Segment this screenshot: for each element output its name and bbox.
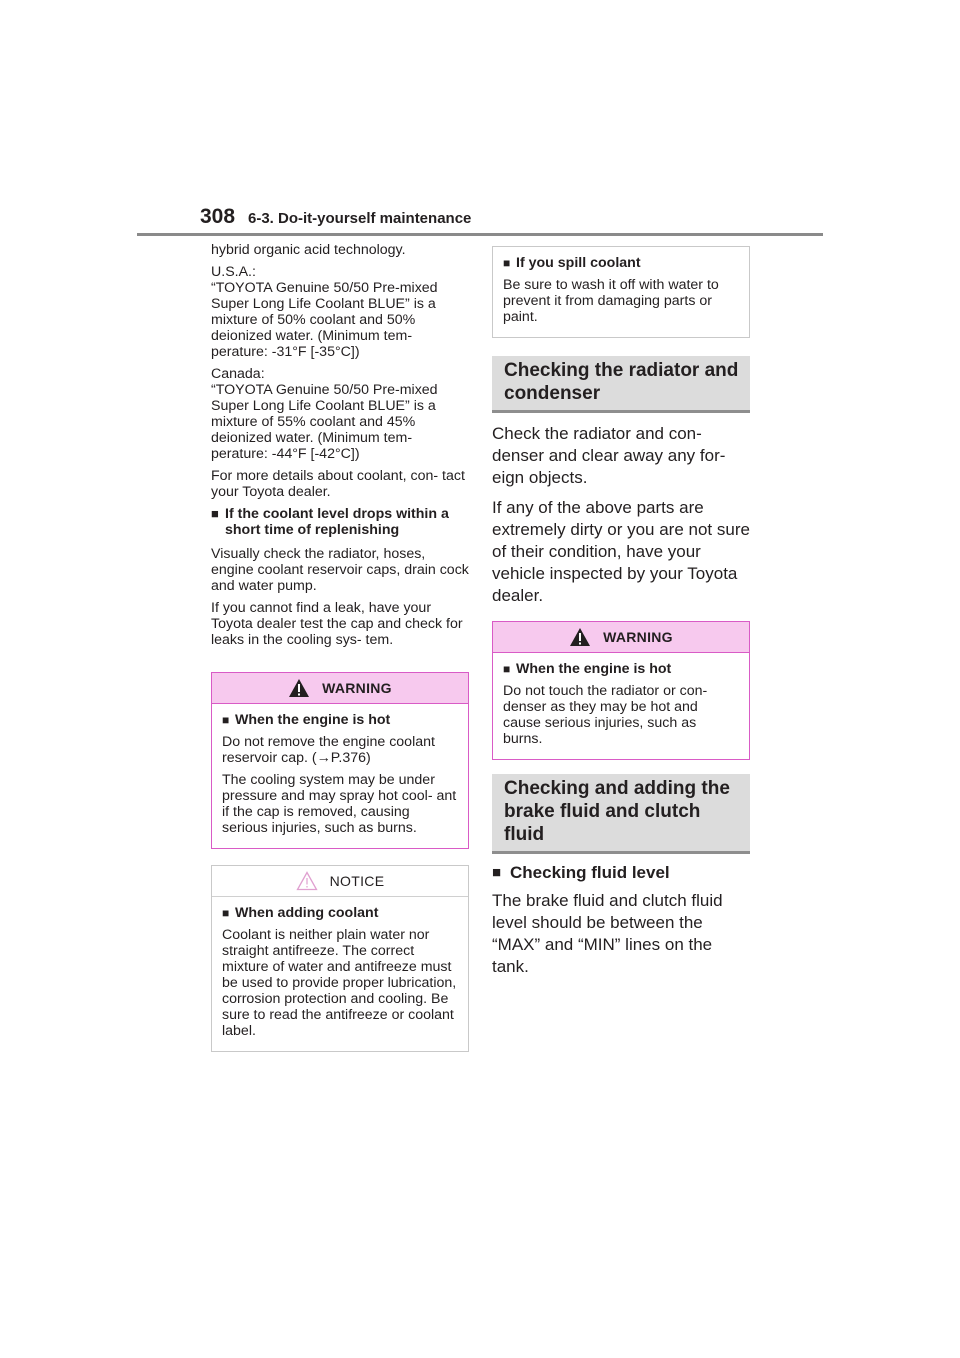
warning-title: WARNING: [603, 629, 673, 645]
heading-text: When the engine is hot: [516, 661, 672, 677]
radiator-paragraph: If any of the above parts are extremely …: [492, 498, 750, 605]
fluid-level-paragraph: The brake fluid and clutch fluid level s…: [492, 891, 723, 976]
brake-section-heading: Checking and adding the brake fluid and …: [492, 774, 750, 854]
bullet-square-icon: ■: [492, 864, 502, 881]
warning-title: WARNING: [322, 680, 392, 696]
usa-text: “TOYOTA Genuine 50/50 Pre-mixed Super Lo…: [211, 280, 438, 360]
paragraph: hybrid organic acid technology.: [211, 242, 406, 258]
heading-text: When the engine is hot: [235, 712, 391, 728]
left-column: hybrid organic acid technology. U.S.A.: …: [211, 242, 469, 1052]
warning-heading: ■ When the engine is hot: [222, 712, 458, 728]
warning-box: WARNING ■ When the engine is hot Do not …: [492, 621, 750, 760]
notice-paragraph: Coolant is neither plain water nor strai…: [222, 927, 457, 1039]
heading-text: When adding coolant: [235, 905, 379, 921]
notice-box: NOTICE ■ When adding coolant Coolant is …: [211, 865, 469, 1052]
coolant-drop-paragraph: If you cannot find a leak, have your Toy…: [211, 600, 463, 648]
spill-paragraph: Be sure to wash it off with water to pre…: [503, 277, 719, 325]
warning-paragraph: Do not touch the radiator or con- denser…: [503, 683, 708, 747]
page-header: 308 6-3. Do-it-yourself maintenance: [200, 203, 820, 235]
warning-triangle-icon: [570, 628, 591, 646]
warning-header: WARNING: [212, 673, 468, 704]
canada-text: “TOYOTA Genuine 50/50 Pre-mixed Super Lo…: [211, 382, 438, 462]
caution-triangle-icon: [296, 871, 318, 891]
spill-heading: ■ If you spill coolant: [503, 255, 739, 271]
header-divider: [137, 233, 823, 236]
heading-text: If the coolant level drops within a shor…: [225, 506, 449, 538]
right-column: ■ If you spill coolant Be sure to wash i…: [492, 246, 750, 986]
coolant-drop-heading: ■ If the coolant level drops within a sh…: [211, 506, 469, 538]
warning-paragraph: The cooling system may be under pressure…: [222, 772, 457, 836]
radiator-paragraph: Check the radiator and con- denser and c…: [492, 424, 726, 487]
bullet-square-icon: ■: [222, 713, 230, 727]
bullet-square-icon: ■: [503, 256, 511, 270]
page-number: 308: [200, 205, 236, 228]
bullet-square-icon: ■: [503, 662, 511, 676]
warning-triangle-icon: [289, 679, 310, 697]
canada-label: Canada:: [211, 366, 265, 382]
notice-title: NOTICE: [329, 873, 385, 889]
notice-header: NOTICE: [212, 866, 468, 897]
bullet-square-icon: ■: [211, 506, 219, 521]
warning-header: WARNING: [493, 622, 749, 653]
bullet-square-icon: ■: [222, 906, 230, 920]
spill-box: ■ If you spill coolant Be sure to wash i…: [492, 246, 750, 338]
usa-label: U.S.A.:: [211, 264, 256, 280]
heading-text: Checking fluid level: [510, 863, 670, 882]
warning-heading: ■ When the engine is hot: [503, 661, 739, 677]
radiator-section-heading: Checking the radiator and condenser: [492, 356, 750, 413]
section-title: 6-3. Do-it-yourself maintenance: [248, 210, 472, 227]
heading-text: If you spill coolant: [516, 255, 641, 271]
details-text: For more details about coolant, con- tac…: [211, 468, 465, 500]
notice-heading: ■ When adding coolant: [222, 905, 458, 921]
warning-box: WARNING ■ When the engine is hot Do not …: [211, 672, 469, 849]
coolant-drop-paragraph: Visually check the radiator, hoses, engi…: [211, 546, 469, 594]
fluid-level-heading: ■ Checking fluid level: [492, 862, 750, 884]
warning-paragraph: Do not remove the engine coolant reservo…: [222, 734, 435, 766]
